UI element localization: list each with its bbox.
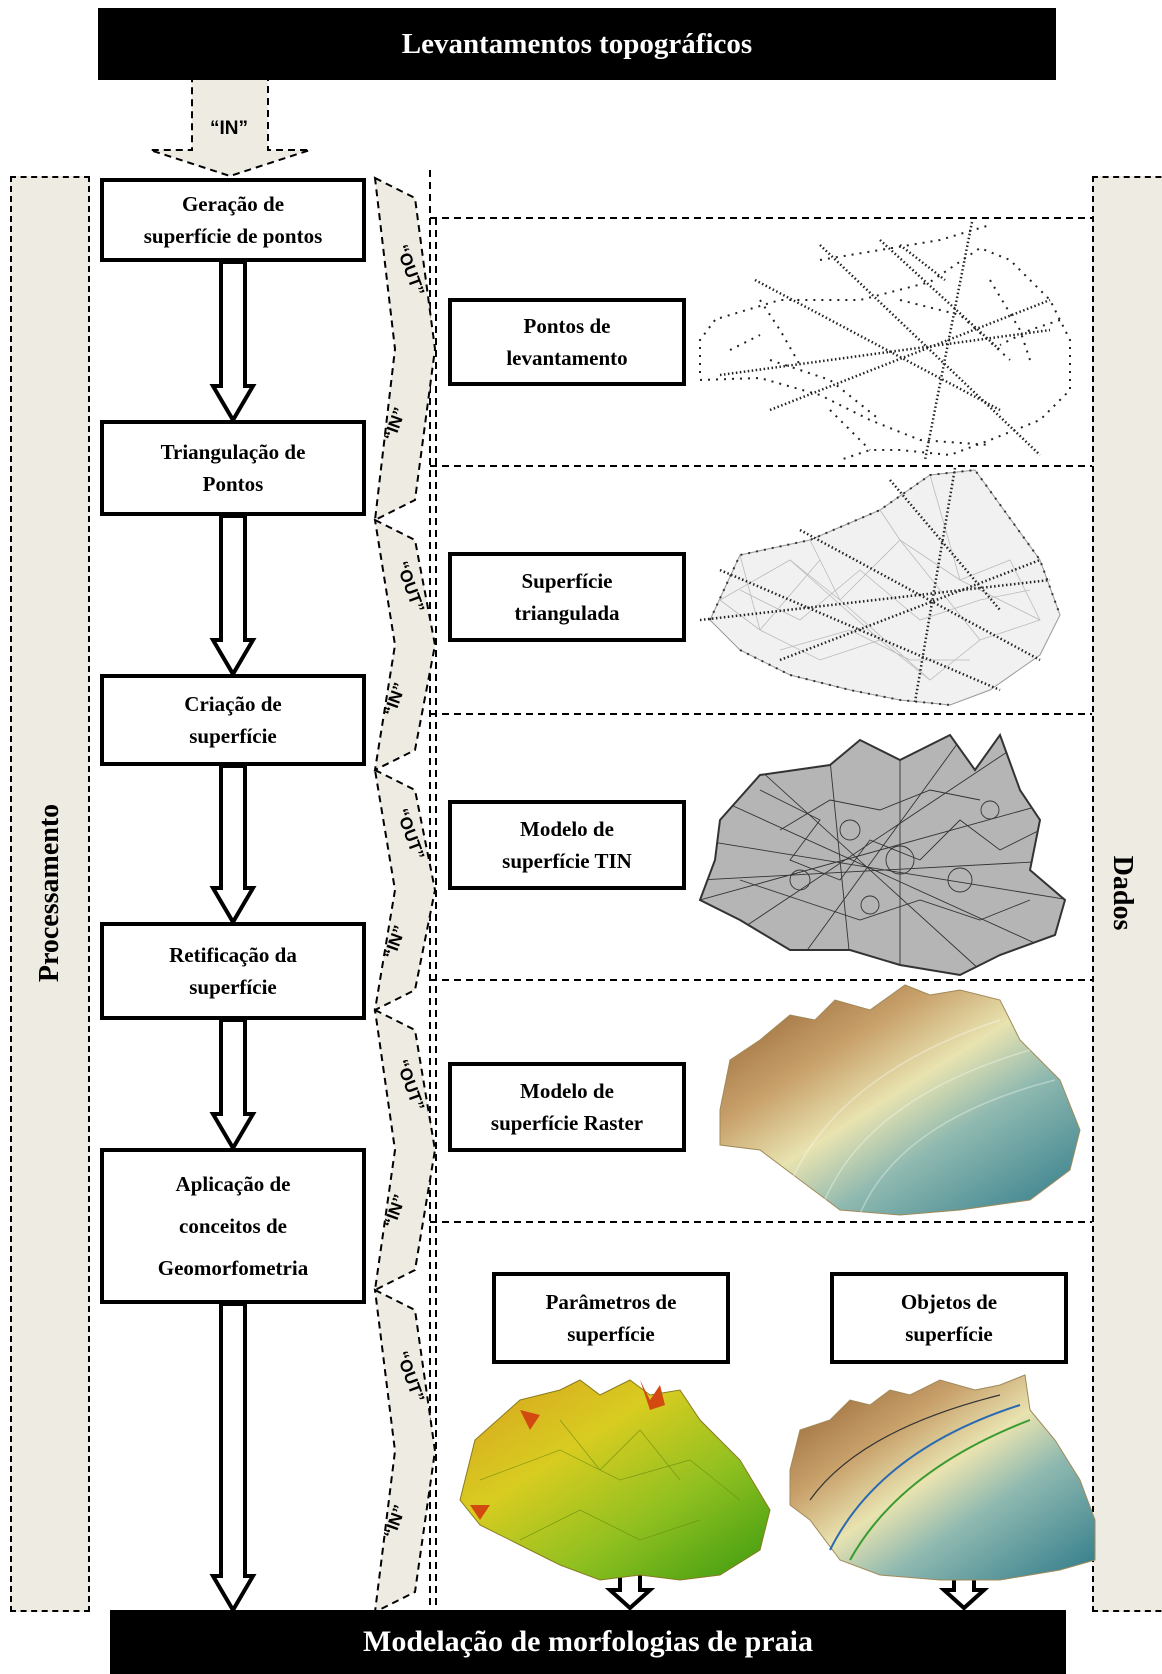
step-point-triangulation: Triangulação de Pontos: [100, 420, 366, 516]
top-in-label: “IN”: [210, 118, 248, 139]
chevron-segment: [373, 518, 437, 772]
down-arrow: [209, 764, 257, 926]
down-arrow: [209, 514, 257, 678]
step-geomorphometry: Aplicação de conceitos de Geomorfometria: [100, 1148, 366, 1304]
footer-bar: Modelação de morfologias de praia: [110, 1610, 1066, 1674]
top-in-arrow: “IN”: [149, 77, 311, 178]
down-arrows: [209, 260, 257, 1614]
data-side-panel: [1092, 176, 1162, 1612]
surface-parameters-map: [459, 1379, 771, 1581]
data-triangulated-surface: Superfície triangulada: [448, 552, 686, 642]
header-bar: Levantamentos topográficos: [98, 8, 1056, 80]
header-title: Levantamentos topográficos: [401, 27, 753, 60]
data-survey-points: Pontos de levantamento: [448, 298, 686, 386]
tin-model-map: [699, 734, 1066, 976]
chevron-segment: [373, 176, 437, 522]
processing-side-panel: [10, 176, 90, 1612]
down-arrow: [209, 260, 257, 424]
chevron-segment: [373, 1288, 437, 1614]
data-tin-model: Modelo de superfície TIN: [448, 800, 686, 890]
step-surface-creation: Criação de superfície: [100, 674, 366, 766]
chevron-band: “OUT”“IN”“OUT”“IN”“OUT”“IN”“OUT”“IN”“OUT…: [373, 176, 437, 1614]
step-point-surface-generation: Geração de superfície de pontos: [100, 178, 366, 262]
survey-points-map: [699, 221, 1071, 461]
chevron-segment: [373, 768, 437, 1012]
data-surface-objects: Objetos de superfície: [830, 1272, 1068, 1364]
chevron-segment: [373, 1008, 437, 1292]
footer-title: Modelação de morfologias de praia: [363, 1625, 813, 1658]
step-surface-rectification: Retificação da superfície: [100, 922, 366, 1020]
data-raster-model: Modelo de superfície Raster: [448, 1062, 686, 1152]
down-arrow: [209, 1302, 257, 1614]
surface-objects-map: [789, 1374, 1096, 1581]
triangulated-surface-map: [699, 467, 1061, 706]
raster-model-map: [719, 984, 1081, 1216]
data-surface-parameters: Parâmetros de superfície: [492, 1272, 730, 1364]
down-arrow: [209, 1018, 257, 1152]
